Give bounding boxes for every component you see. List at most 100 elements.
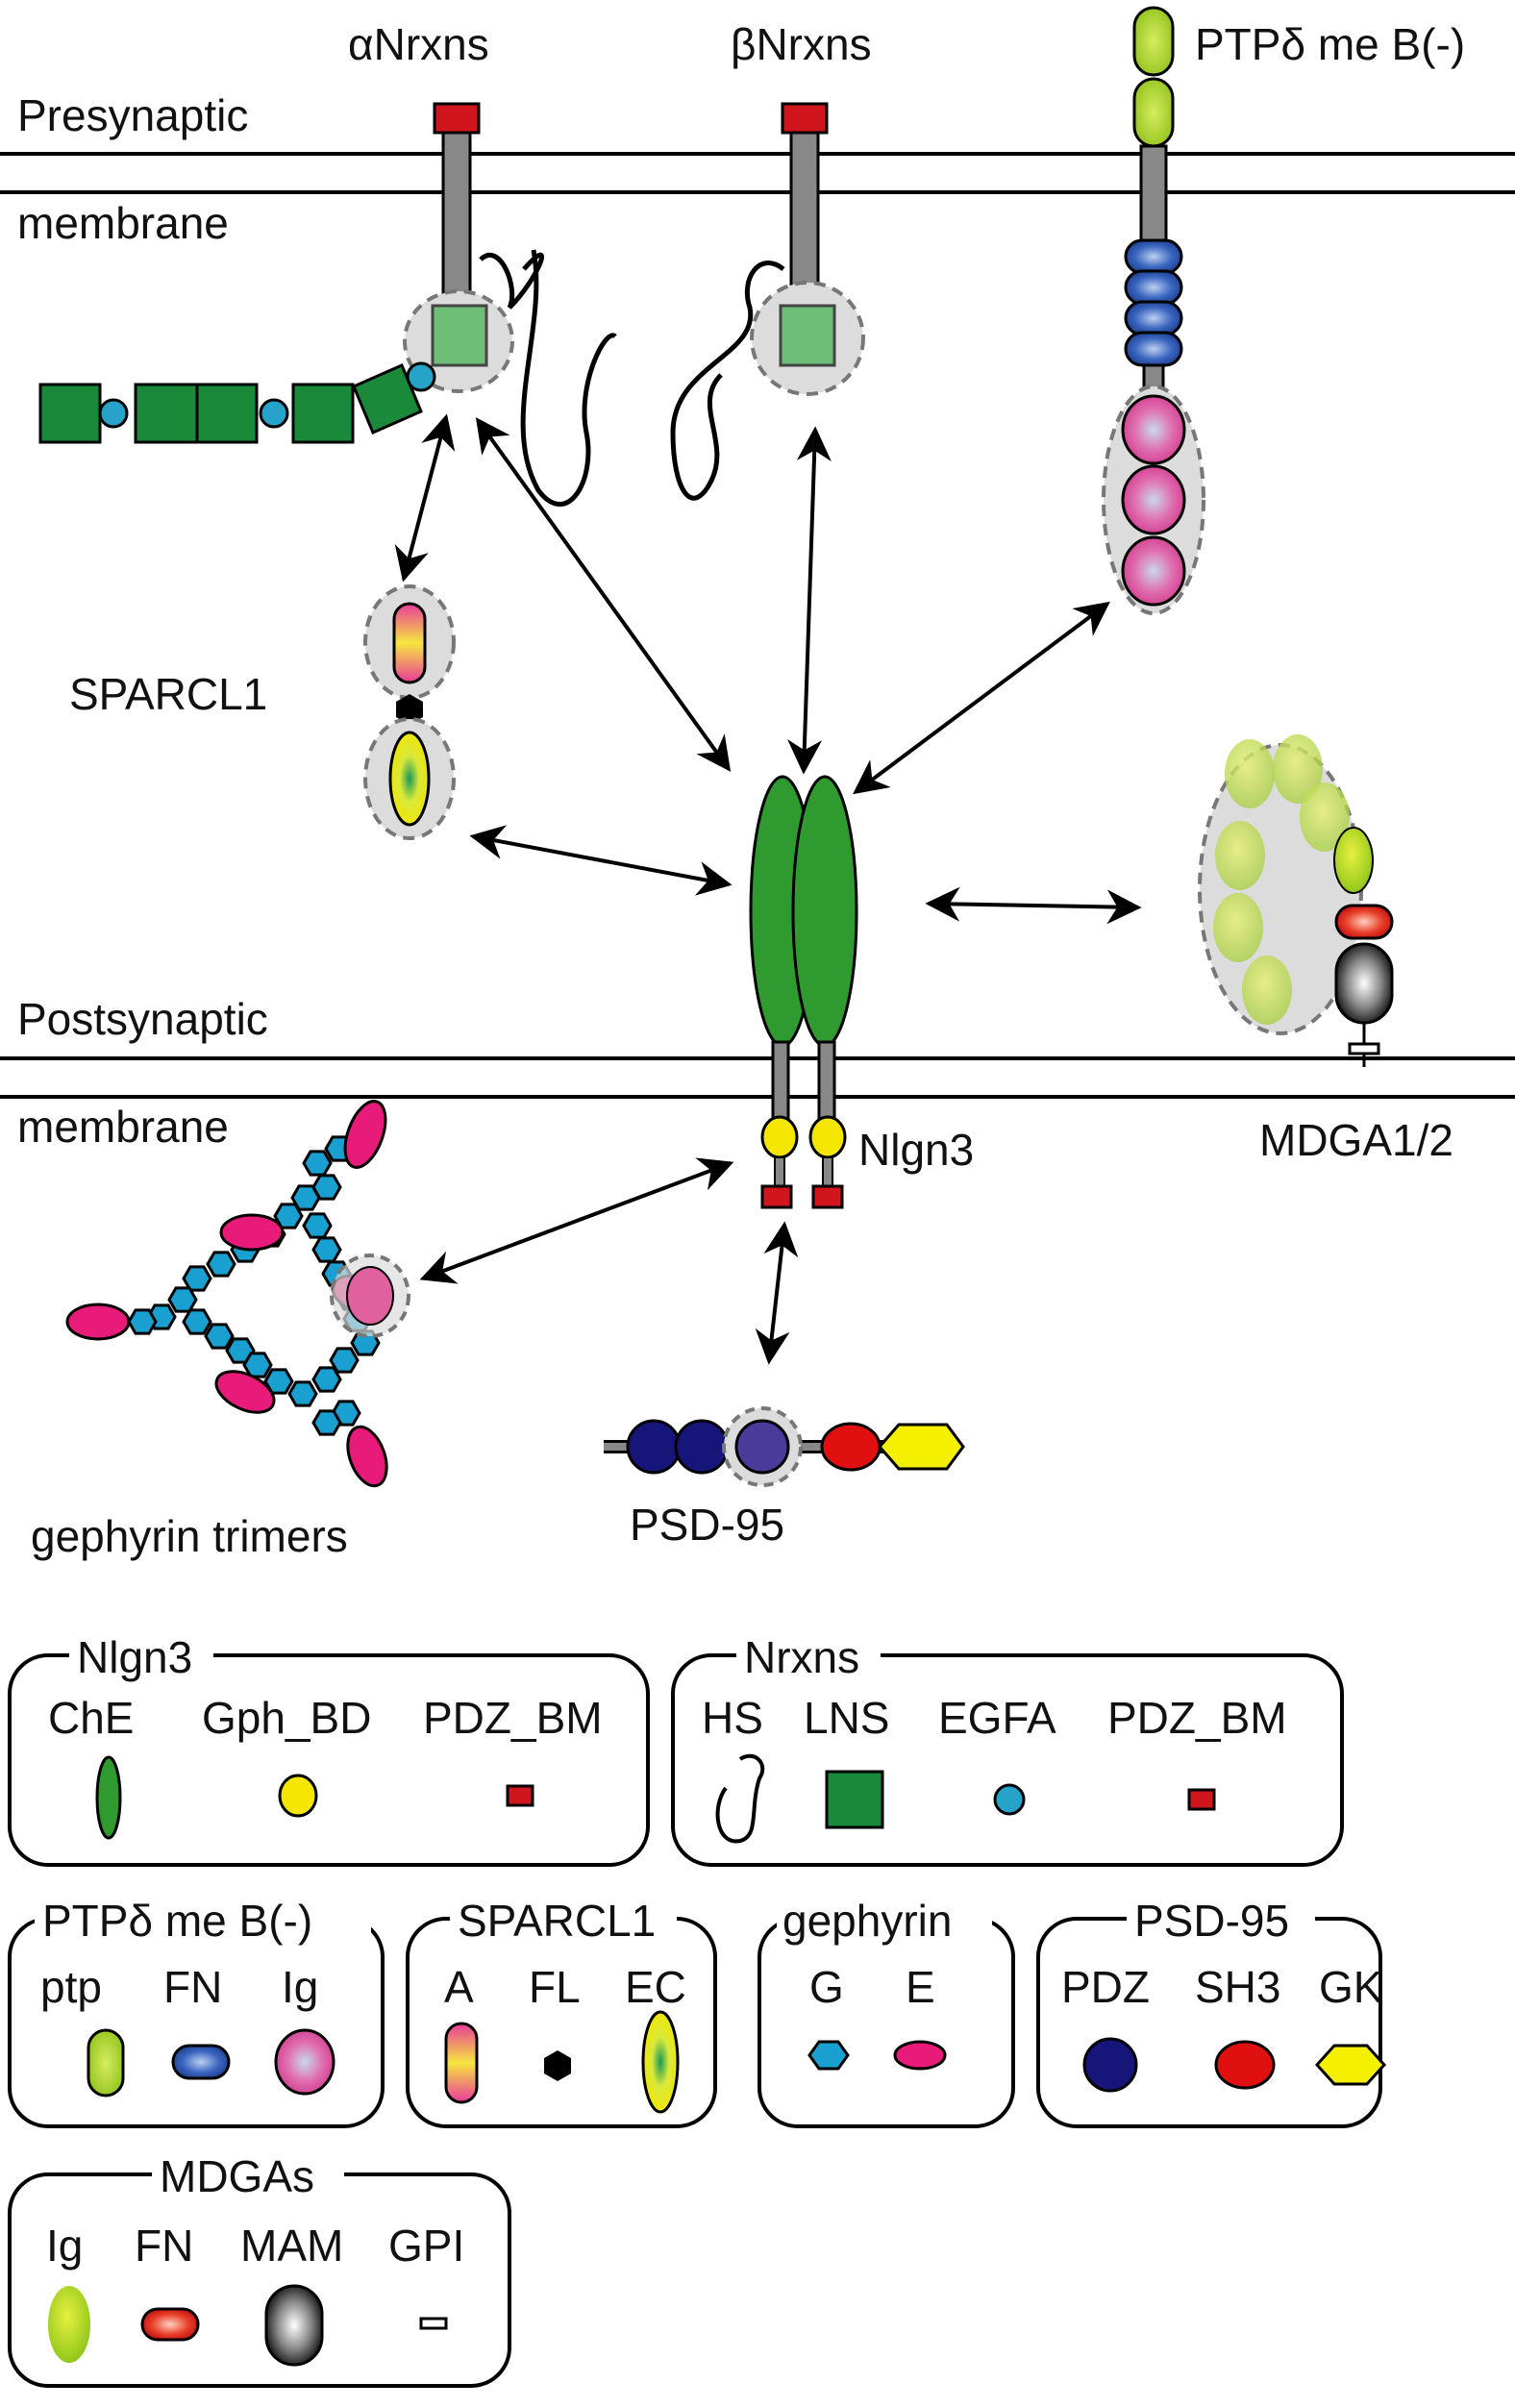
gephyrin-g-domain [263,1368,294,1395]
psd95-pdz3 [734,1419,790,1475]
alpha-heparan-sulfate [479,249,617,507]
legend-hs-swatch [715,1753,765,1844]
gephyrin-label: gephyrin trimers [31,1511,348,1561]
legend-fl-swatch [544,2050,571,2081]
gephyrin-g-domain [290,1184,321,1211]
legend-pdz-bm-label: PDZ_BM [423,1693,603,1743]
legend-gpi-label: GPI [388,2221,464,2271]
sparcl1: SPARCL1 [69,584,456,840]
nlgn3-label: Nlgn3 [858,1125,974,1175]
legend-a-swatch [444,2022,479,2104]
legend-gph-bd-swatch [278,1774,318,1818]
psd95-gk [878,1423,965,1471]
nlgn3-gph-bd-1 [760,1115,799,1159]
legend-nrxns: Nrxns HS LNS EGFA PDZ_BM [671,1632,1344,1867]
gephyrin-g-domain [182,1308,212,1335]
legend-ec-swatch [641,2010,680,2114]
gephyrin-g-domain [311,1236,342,1263]
legend-mam-swatch [264,2284,324,2367]
legend-pdz-swatch [1082,2037,1138,2093]
gephyrin-g-domain [127,1308,158,1335]
psd95-label: PSD-95 [630,1500,784,1550]
gephyrin-g-domain [242,1352,273,1378]
legend-gpi-swatch [419,2317,448,2330]
sparcl1-fl [396,694,423,725]
legend-ig-swatch [274,2028,335,2096]
legend-ptp-title: PTPδ me B(-) [42,1896,312,1946]
legend-mam-label: MAM [240,2221,343,2271]
legend-fn-swatch [171,2044,231,2080]
legend-sh3-label: SH3 [1195,1962,1280,2012]
legend-ptp: PTPδ me B(-) ptp FN Ig [8,1896,385,2128]
presynaptic-membrane: Presynaptic membrane [0,90,1515,248]
gephyrin-g-domain [311,1409,342,1436]
nlgn3-che-2 [791,775,858,1048]
legend-pdz-bm2-swatch [1187,1788,1216,1811]
legend-nlgn3-title: Nlgn3 [77,1632,192,1682]
legend-ptp-label: ptp [40,1962,102,2012]
legend-a-label: A [444,1962,474,2012]
psd95: PSD-95 [604,1406,965,1550]
legend-egfa-swatch [993,1783,1026,1816]
ptp-delta: PTPδ me B(-) [1102,6,1465,615]
legend-fn-label: FN [163,1962,222,2012]
legend: Nlgn3 ChE Gph_BD PDZ_BM Nrxns HS LNS EGF… [8,1632,1387,2388]
neuroligin-3: Nlgn3 [749,775,974,1209]
legend-e-label: E [906,1962,935,2012]
legend-e-swatch [893,2040,947,2071]
presynaptic-label: Presynaptic [17,90,248,140]
legend-sh3-swatch [1214,2040,1276,2090]
legend-gk-swatch [1314,2044,1387,2086]
mdga: MDGA1/2 [1198,734,1453,1165]
postsynaptic-label: Postsynaptic [17,994,268,1044]
legend-mdga-ig-label: Ig [46,2221,83,2271]
legend-g-swatch [807,2040,850,2071]
ptp-delta-label: PTPδ me B(-) [1195,19,1465,69]
postsynaptic-membrane: Postsynaptic membrane [0,994,1515,1152]
gephyrin-g-domain [302,1212,333,1239]
legend-nrxns-title: Nrxns [744,1632,859,1682]
presynaptic-membrane-label: membrane [17,198,229,248]
beta-nrxns-label: βNrxns [731,19,872,69]
beta-neurexin: βNrxns [670,19,872,501]
legend-lns-label: LNS [804,1693,889,1743]
legend-ec-label: EC [625,1962,686,2012]
legend-fl-label: FL [529,1962,581,2012]
alpha-lns6 [431,304,488,367]
gephyrin-g-domain [302,1150,333,1177]
legend-che-swatch [95,1755,122,1840]
legend-pdz-bm2-label: PDZ_BM [1107,1693,1287,1743]
gephyrin-binding-site [330,1254,410,1338]
legend-ptp-swatch [87,2028,125,2098]
legend-mdga-fn-swatch [140,2307,200,2342]
legend-psd95-title: PSD-95 [1134,1896,1289,1946]
legend-ig-label: Ig [282,1962,318,2012]
gephyrin-g-domain [273,1203,304,1229]
legend-lns-swatch [825,1770,884,1829]
nlgn3-gph-bd-2 [808,1115,847,1159]
beta-pdz-bm [781,102,829,135]
psd95-pdz2 [674,1419,730,1475]
alpha-pdz-bm [433,102,481,135]
legend-mdgas-title: MDGAs [160,2151,314,2201]
legend-egfa-label: EGFA [938,1693,1056,1743]
sparcl1-label: SPARCL1 [69,669,267,719]
gephyrin-g-domain [204,1323,235,1350]
beta-lns [779,304,836,367]
sparcl1-ec [388,731,431,827]
postsynaptic-membrane-label: membrane [17,1102,229,1152]
gephyrin-g-domain [182,1265,212,1292]
gephyrin-g-domain [206,1251,236,1278]
alpha-neurexin: αNrxns [38,19,617,507]
legend-psd95: PSD-95 PDZ SH3 GK [1036,1896,1387,2128]
mdga-label: MDGA1/2 [1259,1115,1453,1165]
alpha-stalk [441,131,472,308]
sparcl1-acidic [392,602,427,684]
psd95-pdz1 [626,1419,682,1475]
interaction-arrows [394,413,1142,1365]
legend-gephyrin: gephyrin G E [758,1896,1015,2128]
legend-mdga-fn-label: FN [135,2221,193,2271]
legend-hs-label: HS [702,1693,763,1743]
gephyrin-g-domain [167,1286,198,1313]
